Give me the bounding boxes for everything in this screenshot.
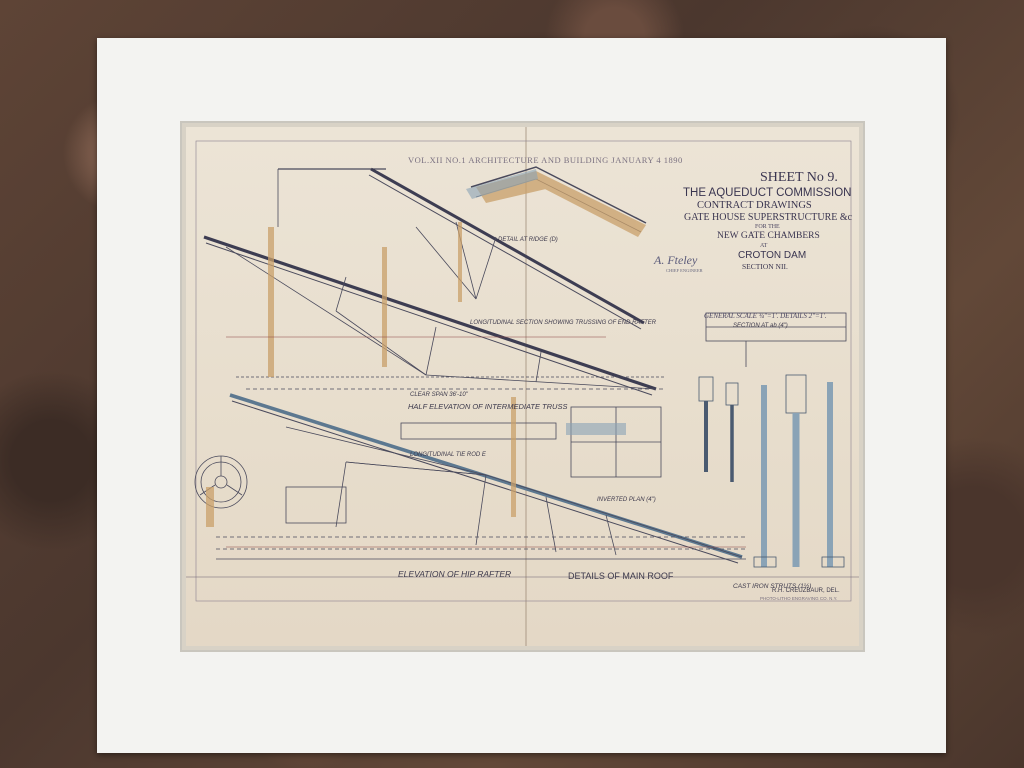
detail-ridge-label: DETAIL AT RIDGE (D) xyxy=(498,237,558,243)
for-the-text: FOR THE xyxy=(755,224,780,230)
architectural-print xyxy=(186,127,859,646)
commission-title: THE AQUEDUCT COMMISSION xyxy=(683,187,852,199)
hip-rafter-label: ELEVATION OF HIP RAFTER xyxy=(398,569,512,579)
draftsman-credit: R.H. CREUZBAUR, DEL. xyxy=(772,588,840,594)
clear-span-label: CLEAR SPAN 36'-10" xyxy=(410,392,468,398)
gate-house-title: GATE HOUSE SUPERSTRUCTURE &c xyxy=(684,212,853,223)
half-elevation-label: HALF ELEVATION OF INTERMEDIATE TRUSS xyxy=(408,402,568,411)
drawing-linework xyxy=(186,140,859,602)
section-label: SECTION NII. xyxy=(742,262,788,271)
main-roof-label: DETAILS OF MAIN ROOF xyxy=(568,571,674,581)
general-scale: GENERAL SCALE ¾"=1'. DETAILS 2"=1'. xyxy=(704,312,827,320)
engineer-signature: A. Fteley xyxy=(654,253,698,267)
at-text: AT xyxy=(760,243,768,249)
section-at-label: SECTION AT ab (4") xyxy=(733,323,788,329)
center-fold xyxy=(525,127,527,646)
chief-engineer-label: CHIEF ENGINEER xyxy=(666,268,703,273)
contract-drawings: CONTRACT DRAWINGS xyxy=(697,200,812,211)
printer-credit: PHOTO-LITHO ENGRAVING CO. N.Y. xyxy=(760,596,838,601)
tie-rod-label: LONGITUDINAL TIE ROD E xyxy=(410,452,486,458)
sheet-number: SHEET No 9. xyxy=(760,170,838,185)
cast-struts-label: CAST IRON STRUTS (1½) xyxy=(733,583,812,590)
croton-dam-title: CROTON DAM xyxy=(738,250,807,261)
long-section-label: LONGITUDINAL SECTION SHOWING TRUSSING OF… xyxy=(470,320,657,326)
journal-header: VOL.XII NO.1 ARCHITECTURE AND BUILDING J… xyxy=(408,155,683,165)
inverted-plan-label: INVERTED PLAN (4") xyxy=(597,497,656,503)
new-gate-title: NEW GATE CHAMBERS xyxy=(717,231,820,241)
